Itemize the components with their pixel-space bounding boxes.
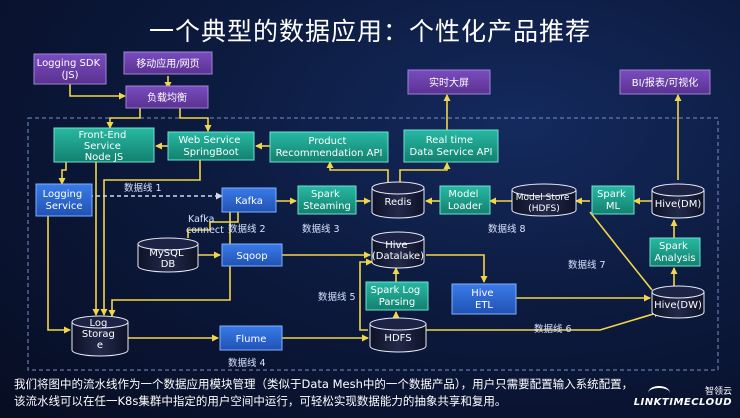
arrow-frontend-to-logging [58, 156, 67, 185]
label-pipeline7: 数据线 7 [568, 259, 606, 271]
svg-text:Product Recommendation A: Product Recommendation API [276, 136, 383, 159]
svg-text:HDFS: HDFS [384, 333, 411, 344]
node-spark-log: Spark Log Parsing [365, 281, 429, 311]
label-pipeline1: 数据线 1 [124, 182, 162, 194]
arrow-store-to-hivedw [589, 211, 653, 291]
page-title: 一个典型的数据应用：个性化产品推荐 [148, 17, 591, 46]
svg-text:移动应用/网页: 移动应用/网页 [136, 57, 199, 70]
node-hive-etl: Hive ETL [451, 283, 517, 315]
svg-text:Hive ETL: Hive ETL [471, 288, 497, 311]
svg-text:Spark Log Parsing: Spark Log Parsing [371, 285, 424, 308]
label-pipeline2: 数据线 2 [228, 223, 266, 235]
svg-text:Spark ML: Spark ML [597, 189, 629, 212]
svg-text:Flume: Flume [236, 334, 267, 345]
svg-text:Real time Data Service A: Real time Data Service API [409, 135, 492, 158]
node-frontend: Front-End Service Node JS [53, 127, 155, 163]
node-webservice: Web Service SpringBoot [167, 131, 255, 161]
svg-text:Front-End Service: Front-End Service Node JS [78, 130, 129, 163]
svg-text:Redis: Redis [385, 197, 412, 208]
svg-text:MySQL DB: MySQL DB [149, 248, 187, 270]
svg-text:Web Service SpringBoot: Web Service SpringBoot [178, 135, 243, 158]
svg-text:负载均衡: 负载均衡 [147, 91, 187, 104]
arrow-redis-to-realtime [399, 162, 451, 182]
arrow-kafka-to-logstorage [187, 212, 239, 238]
node-log-storage: Log Storag e [71, 315, 129, 357]
connectors [47, 76, 682, 342]
node-realtime-screen: 实时大屏 [407, 69, 491, 95]
node-hive-dm: Hive(DM) [651, 183, 705, 219]
label-pipeline5: 数据线 5 [318, 291, 356, 303]
arrow-hdfs-loop [359, 258, 373, 331]
arrow-hivelake-to-etl [426, 254, 488, 283]
node-logging-service: Logging Service [35, 183, 93, 217]
node-model-loader: Model Loader [439, 185, 491, 215]
arrow-hdfs-to-hivedw [426, 310, 661, 331]
label-pipeline6: 数据线 6 [534, 323, 572, 335]
logo-en: LINKTIMECLOUD [633, 397, 732, 408]
logo-cn: 智领云 [704, 387, 732, 397]
node-spark-ml: Spark ML [591, 185, 635, 215]
node-realtime-api: Real time Data Service API [403, 129, 499, 163]
svg-text:Kafka: Kafka [235, 196, 263, 207]
svg-text:Sqoop: Sqoop [236, 251, 267, 262]
svg-text:实时大屏: 实时大屏 [429, 76, 469, 89]
node-product-api: Product Recommendation API [269, 131, 389, 163]
node-spark-analysis: Spark Analysis [649, 237, 701, 267]
node-mysql: MySQL DB [137, 237, 199, 273]
svg-text:Model Store (HDFS): Model Store (HDFS) [516, 193, 573, 214]
svg-text:Log Storag e: Log Storag e [82, 318, 118, 351]
logo-arc-icon [648, 386, 670, 400]
node-hive-datalake: Hive (Datalake) [371, 231, 425, 269]
node-sqoop: Sqoop [221, 243, 283, 267]
node-hive-dw: Hive(DW) [651, 285, 705, 319]
caption-text: 我们将图中的流水线作为一个数据应用模块管理（类似于Data Mesh中的一个数据… [14, 377, 634, 408]
svg-text:Spark Steaming: Spark Steaming [303, 189, 351, 212]
node-bi-report: BI/报表/可视化 [619, 69, 711, 95]
node-redis: Redis [371, 181, 425, 219]
node-spark-streaming: Spark Steaming [297, 185, 357, 215]
node-load-balancer: 负载均衡 [125, 85, 209, 109]
svg-text:Spark Analysis: Spark Analysis [654, 241, 695, 264]
node-kafka: Kafka [221, 187, 277, 213]
arrow-webservice-down [100, 160, 201, 316]
node-logging-sdk: Logging SDK (JS) [33, 53, 107, 85]
svg-text:Hive(DM): Hive(DM) [655, 199, 702, 210]
node-text: Logging SDK (JS) [37, 58, 104, 81]
brand-logo: 智领云 LINKTIMECLOUD [634, 384, 732, 414]
arrow-redis-to-product [326, 161, 389, 182]
node-mobile-web: 移动应用/网页 [123, 51, 213, 75]
arrow-lb-to-webservice [179, 108, 212, 132]
node-model-store: Model Store (HDFS) [511, 183, 577, 217]
arrow-sdk-to-lb [69, 82, 126, 100]
label-kafka-connect: Kafka connect [186, 214, 224, 236]
label-pipeline8: 数据线 8 [488, 223, 526, 235]
svg-text:BI/报表/可视化: BI/报表/可视化 [632, 76, 699, 89]
cluster-boundary [27, 117, 719, 371]
label-pipeline4: 数据线 4 [228, 357, 266, 369]
svg-text:Logging Service: Logging Service [43, 189, 86, 212]
node-hdfs: HDFS [369, 317, 427, 353]
node-flume: Flume [219, 325, 283, 351]
arrow-logging-to-storage [47, 216, 71, 334]
svg-text:Hive (Datalake): Hive (Datalake) [372, 240, 424, 262]
svg-text:Model Loader: Model Loader [448, 189, 483, 212]
svg-text:Hive(DW): Hive(DW) [654, 300, 702, 311]
arrow-lb-to-frontend [106, 108, 141, 129]
label-pipeline3: 数据线 3 [302, 223, 340, 235]
